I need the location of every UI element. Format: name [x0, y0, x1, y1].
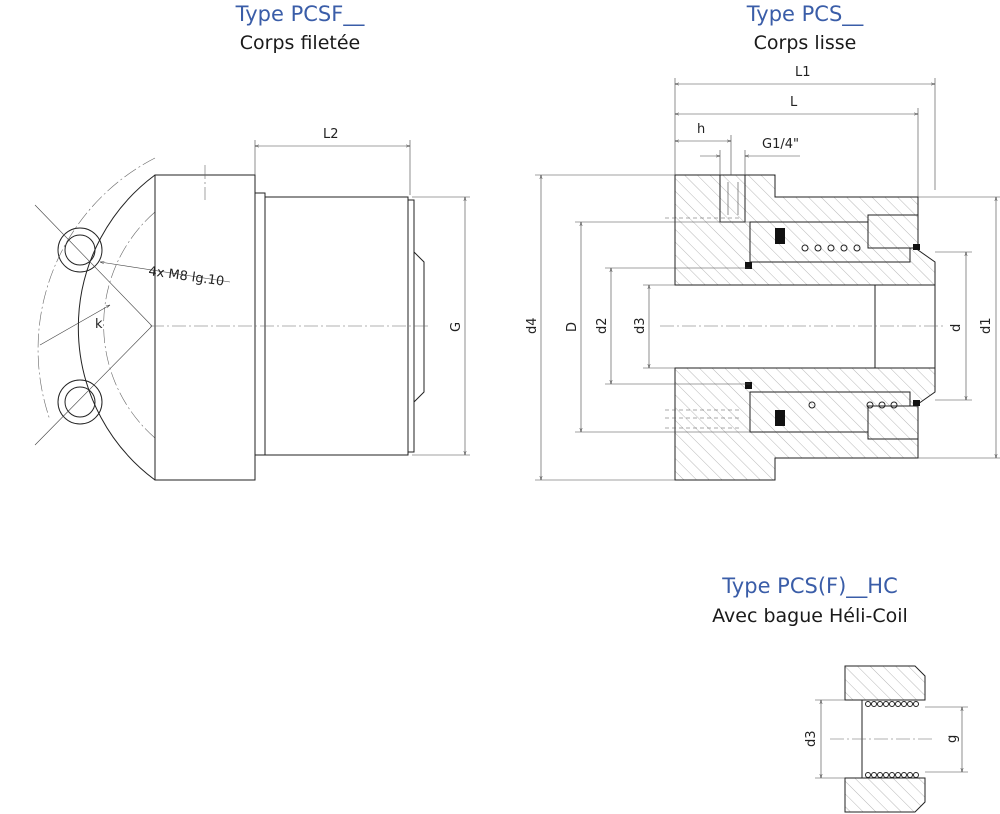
l-label: L: [790, 95, 798, 110]
pcsf-outer-arc: [77, 174, 156, 481]
spring-top: [801, 244, 861, 252]
bolt-hole-top: [57, 227, 103, 273]
hc-detail: d3 g: [804, 665, 968, 813]
g-label: G: [449, 322, 464, 332]
hc-g-label: g: [945, 735, 960, 743]
seal: [775, 410, 785, 426]
h-label: h: [697, 122, 705, 137]
heli-coil-bottom: [865, 772, 919, 778]
port-label: G1/4": [762, 137, 799, 152]
spring-bottom: [808, 401, 898, 409]
bolt-hole-bottom: [57, 379, 103, 425]
pcsf-bolt-circle: [103, 211, 156, 439]
pcsf-flange: [154, 174, 256, 481]
heli-coil-top: [865, 701, 919, 707]
pcsf-title: Type PCSF__: [235, 2, 365, 26]
pcsf-subtitle: Corps filetée: [239, 32, 361, 54]
hc-subtitle: Avec bague Héli-Coil: [712, 605, 908, 627]
hc-title: Type PCS(F)__HC: [722, 574, 898, 598]
pcs-title: Type PCS__: [746, 2, 864, 26]
pcsf-outer-center-arc: [37, 157, 156, 421]
d4-label: d4: [525, 317, 540, 334]
pcs-subtitle: Corps lisse: [753, 32, 857, 54]
k-label: k: [95, 317, 103, 332]
holes-label: 4x M8 lg.10: [147, 264, 225, 289]
D-label: D: [565, 322, 580, 332]
pcs-bottom-section: [674, 367, 936, 481]
d2-label: d2: [595, 317, 610, 334]
d1-label: d1: [979, 317, 994, 334]
pcs-top-section: [674, 174, 936, 286]
pcsf-view: 4x M8 lg.10 k L2 G: [34, 127, 470, 481]
hc-d3-label: d3: [804, 730, 819, 747]
pcs-view: L1 L h G1/4" d4 D d2 d3: [525, 65, 1000, 481]
seal: [775, 228, 785, 244]
d3-label: d3: [633, 317, 648, 334]
d-label: d: [949, 324, 964, 332]
l2-label: L2: [323, 127, 339, 142]
l1-label: L1: [795, 65, 811, 80]
